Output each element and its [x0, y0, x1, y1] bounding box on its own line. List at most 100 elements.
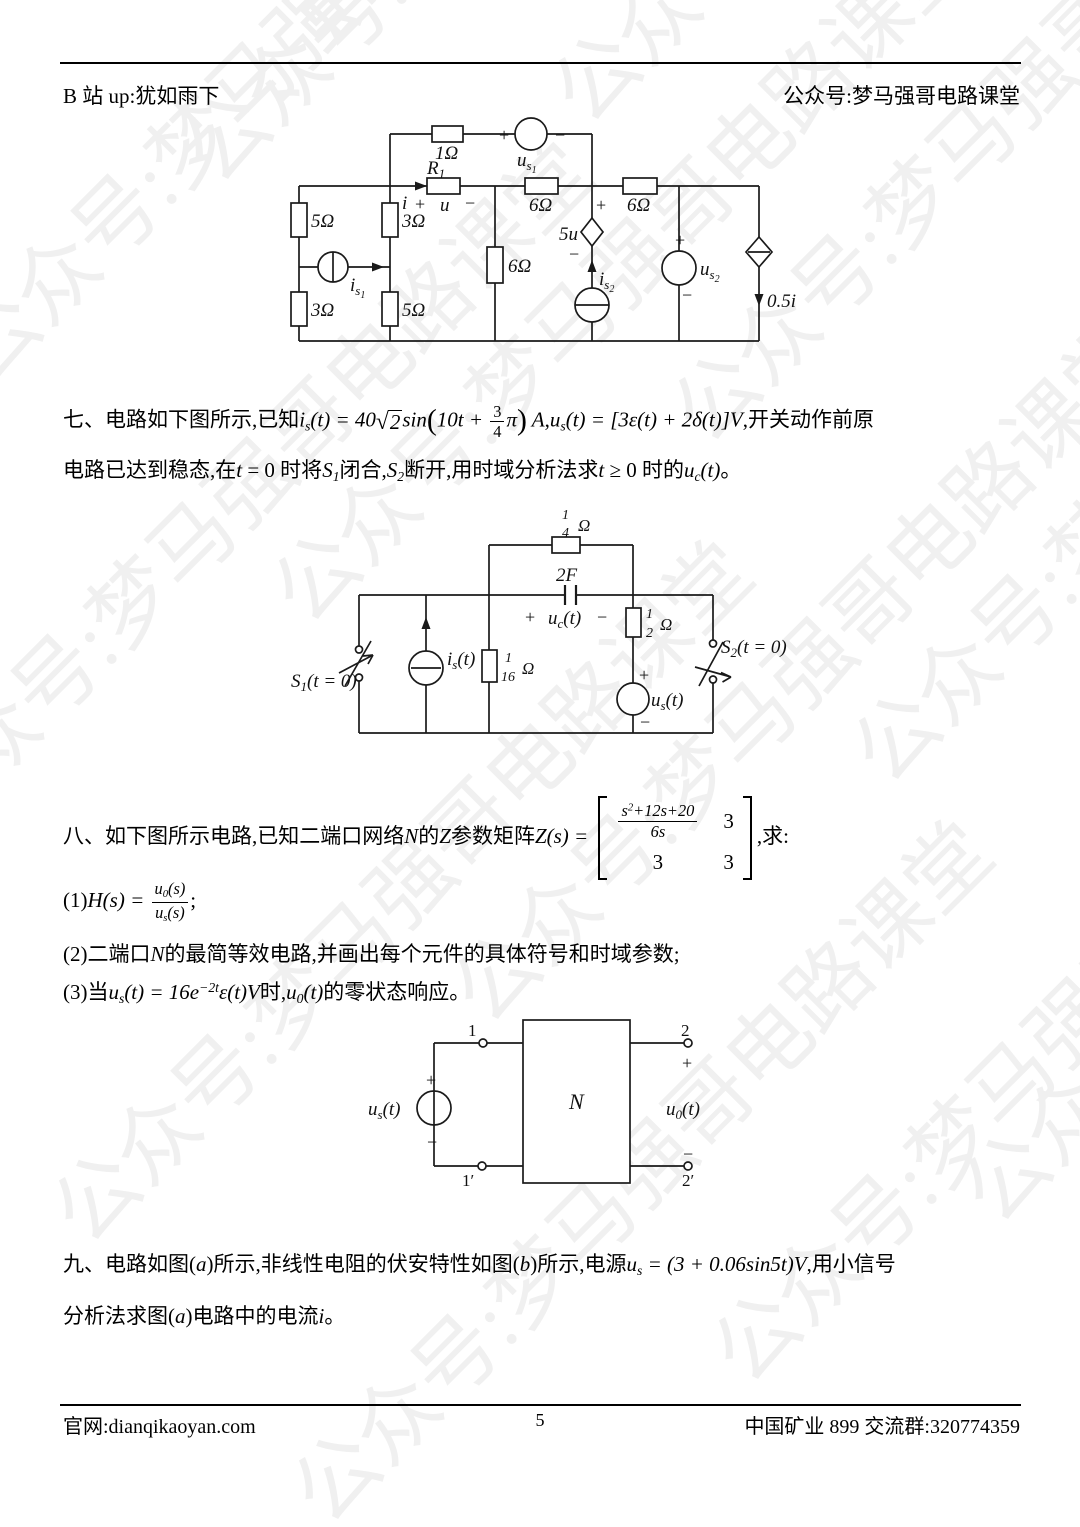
- problem9-line1: 九、电路如图(a)所示,非线性电阻的伏安特性如图(b)所示,电源us = (3 …: [63, 1252, 896, 1278]
- label-us2-plus: +: [675, 230, 685, 250]
- problem8-item1: (1)H(s) = u0(s)us(s);: [63, 879, 197, 924]
- label-6ohm-vertical: 6Ω: [508, 256, 532, 277]
- label-quarter-unit: Ω: [578, 516, 590, 535]
- voltage-source-us2: [661, 250, 697, 286]
- circuit1-arrows: [372, 181, 764, 306]
- footer-rule: [60, 1404, 1021, 1406]
- label-u0: u0(t): [666, 1099, 700, 1122]
- two-port-components: [416, 1019, 693, 1184]
- label-u: u: [440, 195, 450, 216]
- current-arrow-is2: [587, 260, 597, 272]
- label-u0-plus: +: [682, 1053, 692, 1073]
- resistor-6ohm-vertical: [486, 246, 504, 284]
- dependent-voltage-source-5u: [579, 216, 605, 248]
- label-r16-num: 1: [505, 651, 512, 666]
- label-3ohm-mid: 3Ω: [401, 211, 426, 232]
- header-right: 公众号:梦马强哥电路课堂: [783, 84, 1020, 108]
- circuit2-schematic: 1 4 Ω 2F + uc(t) − 1 16 Ω 1 2 Ω is(t) + …: [291, 508, 787, 734]
- label-uc-plus: +: [525, 607, 535, 627]
- circuit1-labels: 1Ω R1 + − us1 i + u − 6Ω 6Ω 6Ω 5Ω 3Ω 3Ω …: [310, 125, 796, 321]
- label-terminal-2p: 2′: [682, 1171, 694, 1190]
- current-arrow-is1: [372, 262, 384, 272]
- current-source-ist: [408, 650, 444, 686]
- switch-s1-arrow: [338, 654, 374, 674]
- capacitor-2F: [563, 585, 578, 605]
- label-6ohm-mid: 6Ω: [529, 195, 553, 216]
- current-arrow-ist: [421, 617, 431, 629]
- resistor-1ohm: [431, 125, 464, 143]
- two-port-labels: N 1 1′ 2 2′ + us(t) − + u0(t) −: [368, 1021, 700, 1190]
- label-quarter-num: 1: [562, 508, 569, 523]
- label-ust-minus: −: [640, 712, 650, 732]
- label-5ohm-mid: 5Ω: [402, 300, 426, 321]
- label-6ohm-right: 6Ω: [627, 195, 651, 216]
- network-N-box: [522, 1019, 631, 1184]
- circuit2-wires: [338, 544, 732, 734]
- two-port-network-diagram: N 1 1′ 2 2′ + us(t) − + u0(t) −: [368, 1019, 700, 1190]
- label-2F: 2F: [556, 565, 578, 586]
- label-s2: S2(t = 0): [721, 637, 787, 660]
- resistor-3ohm-mid: [381, 202, 399, 238]
- problem8-item2: (2)二端口N的最简等效电路,并画出每个元件的具体符号和时域参数;: [63, 942, 680, 966]
- label-R1: R1: [426, 158, 445, 181]
- label-quarter-den: 4: [562, 526, 569, 541]
- label-uc: uc(t): [548, 608, 581, 631]
- label-1ohm: 1Ω: [435, 143, 459, 164]
- label-us2-minus: −: [682, 285, 692, 305]
- circuit1-schematic: 1Ω R1 + − us1 i + u − 6Ω 6Ω 6Ω 5Ω 3Ω 3Ω …: [290, 117, 796, 342]
- label-us1-minus: −: [555, 125, 565, 145]
- footer-group: 中国矿业 899 交流群:320774359: [744, 1416, 1020, 1438]
- footer-page-number: 5: [535, 1410, 545, 1430]
- label-ist: is(t): [447, 649, 475, 672]
- label-half-num: 1: [646, 607, 653, 622]
- switch-s1-terminals: [354, 645, 364, 682]
- label-ust: us(t): [368, 1099, 401, 1122]
- label-5u-plus: +: [596, 195, 606, 215]
- footer-site: 官网:dianqikaoyan.com: [63, 1416, 256, 1438]
- label-half-den: 2: [646, 626, 653, 641]
- resistor-5ohm-left: [290, 202, 308, 238]
- circuit1-components: [290, 117, 774, 327]
- circuit2-components: [354, 536, 718, 716]
- resistor-6ohm-mid: [524, 177, 559, 195]
- voltage-source-ust: [616, 682, 650, 716]
- label-5ohm-left: 5Ω: [311, 211, 335, 232]
- dependent-current-source-05i: [744, 235, 774, 269]
- label-ust: us(t): [651, 690, 684, 713]
- label-ust-minus: −: [427, 1132, 437, 1152]
- problem7-line2: 电路已达到稳态,在t = 0 时将S1闭合,S2断开,用时域分析法求t ≥ 0 …: [63, 458, 742, 484]
- label-terminal-1: 1: [468, 1021, 477, 1040]
- header-left: B 站 up:犹如雨下: [63, 84, 220, 108]
- label-s1: S1(t = 0): [291, 671, 357, 694]
- header-rule: [60, 62, 1021, 64]
- label-terminal-2: 2: [681, 1021, 690, 1040]
- circuit2-arrows: [421, 617, 431, 629]
- label-i: i: [402, 193, 407, 214]
- terminals: [477, 1038, 693, 1171]
- label-is2: is2: [599, 269, 614, 295]
- label-half-unit: Ω: [660, 615, 672, 634]
- resistor-one-sixteenth-ohm: [481, 649, 498, 683]
- current-arrow-05i: [754, 294, 764, 306]
- resistor-5ohm-mid: [381, 291, 399, 327]
- label-us1: us1: [517, 150, 537, 176]
- voltage-source-ust: [416, 1090, 452, 1126]
- resistor-3ohm-left: [290, 291, 308, 327]
- two-port-wires: [433, 1042, 688, 1167]
- current-arrow-i: [415, 181, 427, 191]
- switch-s2-terminals: [708, 639, 718, 684]
- label-u-minus: −: [465, 193, 475, 213]
- label-5u-minus: −: [569, 244, 579, 264]
- current-source-is1: [317, 251, 349, 283]
- problem8-item3: (3)当us(t) = 16e−2tε(t)V时,u0(t)的零状态响应。: [63, 980, 471, 1006]
- label-us2: us2: [700, 259, 720, 285]
- label-u-plus: +: [415, 194, 425, 214]
- label-ust-plus: +: [639, 665, 649, 685]
- label-r16-unit: Ω: [522, 659, 534, 678]
- label-is1: is1: [350, 275, 365, 301]
- resistor-half-ohm: [625, 607, 642, 638]
- label-u0-minus: −: [683, 1144, 693, 1164]
- label-N: N: [568, 1089, 585, 1114]
